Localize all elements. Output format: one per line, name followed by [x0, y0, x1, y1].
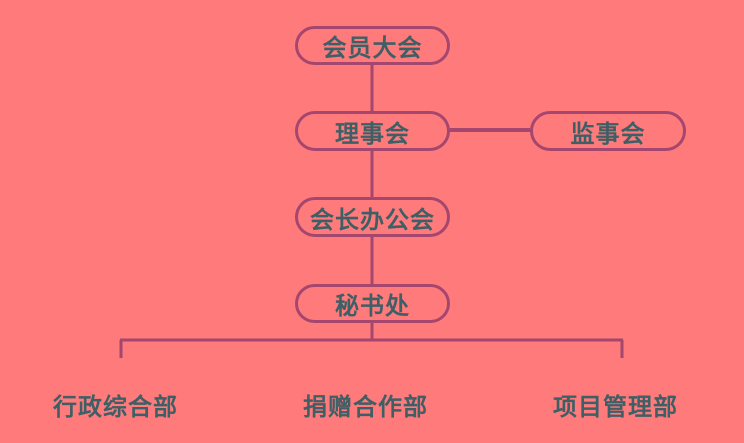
node-council: 理事会 [295, 111, 450, 151]
node-supervisory-board: 监事会 [530, 111, 686, 151]
department-project-management: 项目管理部 [553, 392, 678, 421]
node-secretariat: 秘书处 [295, 284, 450, 323]
node-general-assembly: 会员大会 [295, 26, 450, 65]
department-donation-cooperation: 捐赠合作部 [303, 392, 428, 421]
node-president-office: 会长办公会 [295, 197, 450, 237]
department-admin: 行政综合部 [53, 392, 178, 421]
